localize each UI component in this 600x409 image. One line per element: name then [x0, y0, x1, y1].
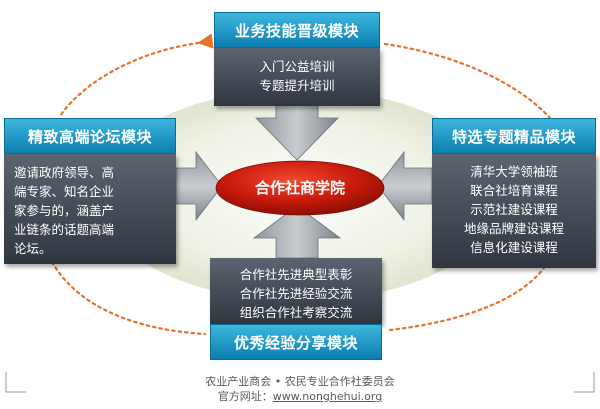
- cycle-arc-top: [383, 42, 552, 120]
- module-line: 论坛。: [14, 241, 52, 256]
- arrow-left-from-right: [377, 150, 433, 222]
- module-body: 清华大学领袖班 联合社培育课程 示范社建设课程 地缘品牌建设课程 信息化建设课程: [432, 154, 596, 268]
- module-title: 特选专题精品模块: [432, 118, 596, 154]
- module-line: 联合社培育课程: [470, 183, 558, 198]
- footer-site: 官方网址：www.nonghehui.org: [0, 389, 600, 404]
- cycle-arc-left: [58, 33, 214, 118]
- module-title: 优秀经验分享模块: [210, 324, 382, 360]
- module-high-end-forum: 精致高端论坛模块 邀请政府领导、高 端专家、知名企业 家参与的，涵盖产 业链条的…: [4, 118, 176, 264]
- module-line: 端专家、知名企业: [14, 184, 115, 199]
- module-line: 合作社先进经验交流: [239, 286, 353, 301]
- center-ellipse: [215, 160, 385, 216]
- module-title: 业务技能晋级模块: [214, 12, 380, 48]
- module-body: 入门公益培训 专题提升培训: [214, 48, 380, 106]
- module-line: 示范社建设课程: [470, 202, 558, 217]
- module-title: 精致高端论坛模块: [4, 118, 176, 154]
- arrow-up-from-bottom: [252, 205, 342, 259]
- module-line: 清华大学领袖班: [470, 164, 558, 179]
- corner-mark-left: [5, 372, 26, 393]
- module-line: 业链条的话题高端: [14, 222, 115, 237]
- module-special-topics: 特选专题精品模块 清华大学领袖班 联合社培育课程 示范社建设课程 地缘品牌建设课…: [432, 118, 596, 268]
- module-line: 专题提升培训: [259, 78, 335, 93]
- module-business-skills: 业务技能晋级模块 入门公益培训 专题提升培训: [214, 12, 380, 106]
- module-line: 入门公益培训: [259, 59, 335, 74]
- arrow-right-from-left: [175, 150, 223, 222]
- module-line: 邀请政府领导、高: [14, 165, 115, 180]
- module-line: 地缘品牌建设课程: [463, 221, 564, 236]
- module-line: 合作社先进典型表彰: [239, 267, 353, 282]
- footer-org: 农业产业商会 • 农民专业合作社委员会: [205, 375, 395, 388]
- module-body: 邀请政府领导、高 端专家、知名企业 家参与的，涵盖产 业链条的话题高端 论坛。: [4, 154, 176, 264]
- module-line: 信息化建设课程: [470, 240, 558, 255]
- footer: 农业产业商会 • 农民专业合作社委员会 官方网址：www.nonghehui.o…: [0, 374, 600, 404]
- module-line: 家参与的，涵盖产: [14, 203, 115, 218]
- module-experience-sharing: 合作社先进典型表彰 合作社先进经验交流 组织合作社考察交流 优秀经验分享模块: [210, 258, 382, 360]
- module-line: 组织合作社考察交流: [239, 305, 353, 320]
- center-label: 合作社商学院: [254, 179, 345, 197]
- cycle-arc-bottom-left: [50, 260, 207, 336]
- module-body: 合作社先进典型表彰 合作社先进经验交流 组织合作社考察交流: [210, 258, 382, 324]
- footer-site-label: 官方网址：: [217, 390, 273, 403]
- footer-site-link[interactable]: www.nonghehui.org: [272, 390, 383, 403]
- cycle-arc-bottom-right: [388, 260, 550, 332]
- corner-mark-right: [574, 372, 595, 393]
